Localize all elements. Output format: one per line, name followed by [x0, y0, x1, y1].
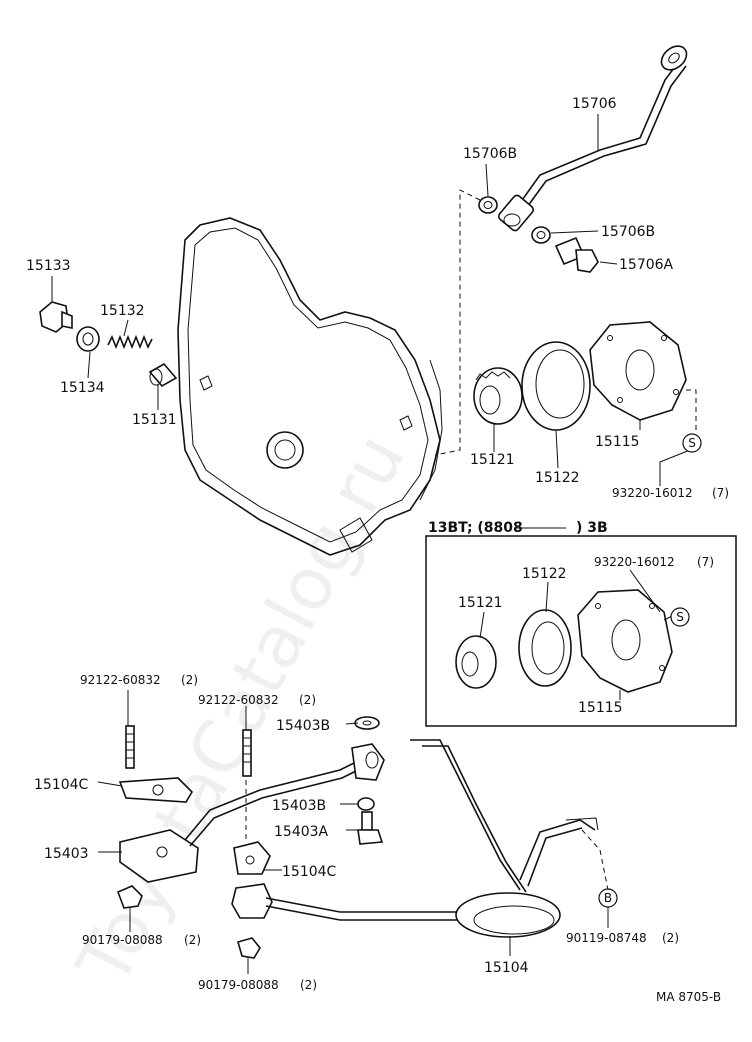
nut-90179-b [237, 937, 261, 959]
label-15403b-mid: 15403B [272, 798, 326, 814]
label-92122-a-qty: (2) [181, 673, 198, 687]
cover-screw-dash [686, 389, 697, 430]
label-inset-93220: 93220-16012 [594, 555, 675, 569]
timing-cover-housing [177, 217, 443, 556]
stud-92122-b [242, 729, 252, 777]
gasket-15104c-right [233, 841, 271, 875]
label-15706: 15706 [572, 96, 617, 112]
oil-pipe-upper [184, 759, 361, 841]
footer-code: MA 8705-B [656, 990, 721, 1004]
gasket-15706b-top [478, 196, 498, 214]
inset-title-end: ) 3B [576, 520, 608, 536]
union-bolt-15706a [554, 236, 599, 273]
svg-text:S: S [676, 610, 684, 624]
relief-valve-15131 [148, 362, 178, 388]
gasket-15403b-top [354, 716, 380, 730]
label-92122-b-qty: (2) [299, 693, 316, 707]
label-inset-15122: 15122 [522, 566, 567, 582]
inset-drive-gear-15121 [455, 635, 497, 689]
label-15133: 15133 [26, 258, 71, 274]
label-inset-93220-qty: (7) [697, 555, 714, 569]
svg-text:B: B [604, 891, 612, 905]
label-inset-15121: 15121 [458, 595, 503, 611]
bracket-bolt-dash [581, 829, 609, 891]
inset-pump-cover-15115 [577, 589, 673, 693]
label-93220: 93220-16012 [612, 486, 693, 500]
driven-rotor-15122 [521, 341, 591, 431]
assembly-dash-line [434, 189, 481, 456]
oil-pipe-upper-edge [189, 767, 363, 847]
symbol-s-inset: S [670, 607, 690, 627]
drive-gear-15121 [473, 367, 523, 425]
label-15403: 15403 [44, 846, 89, 862]
pump-cover-15115 [589, 321, 687, 421]
label-inset-15115: 15115 [578, 700, 623, 716]
label-15403b-top: 15403B [276, 718, 330, 734]
label-15104c-left: 15104C [34, 777, 89, 793]
label-15122: 15122 [535, 470, 580, 486]
label-90179-b: 90179-08088 [198, 978, 279, 992]
flange-15403 [119, 829, 199, 883]
label-90119-qty: (2) [662, 931, 679, 945]
plug-15133 [39, 301, 73, 333]
label-90119: 90119-08748 [566, 931, 647, 945]
gasket-15104c-left [118, 777, 194, 803]
oil-pipe-15706 [498, 45, 688, 232]
nut-90179-a [116, 885, 143, 909]
label-15403a: 15403A [274, 824, 329, 840]
label-93220-qty: (7) [712, 486, 729, 500]
label-15132: 15132 [100, 303, 145, 319]
label-15104: 15104 [484, 960, 529, 976]
inset-driven-rotor-15122 [518, 609, 572, 687]
bolt-15403a [357, 811, 384, 845]
symbol-s-main: S [682, 433, 702, 453]
strainer-flange [231, 883, 273, 919]
label-15131: 15131 [132, 412, 177, 428]
label-90179-a-qty: (2) [184, 933, 201, 947]
inset-box [425, 535, 737, 727]
washer-15134 [76, 326, 100, 352]
label-15134: 15134 [60, 380, 105, 396]
label-15121: 15121 [470, 452, 515, 468]
label-15706b-top: 15706B [463, 146, 517, 162]
label-15706b-right: 15706B [601, 224, 655, 240]
stud-92122-a [125, 725, 135, 769]
label-92122-a: 92122-60832 [80, 673, 161, 687]
gasket-15706b-right [531, 226, 551, 244]
gasket-15403b-mid [357, 797, 375, 811]
inset-title-start: 13BT; (8808 [428, 520, 523, 536]
pipe-union-15403 [351, 743, 385, 781]
label-15706a: 15706A [619, 257, 674, 273]
spring-15132 [107, 334, 153, 350]
label-90179-a: 90179-08088 [82, 933, 163, 947]
leader-lines [51, 114, 691, 974]
oil-strainer-15104 [410, 739, 599, 938]
label-92122-b: 92122-60832 [198, 693, 279, 707]
label-15115: 15115 [595, 434, 640, 450]
symbol-b: B [598, 888, 618, 908]
label-90179-b-qty: (2) [300, 978, 317, 992]
svg-text:S: S [688, 436, 696, 450]
label-15104c-right: 15104C [282, 864, 337, 880]
